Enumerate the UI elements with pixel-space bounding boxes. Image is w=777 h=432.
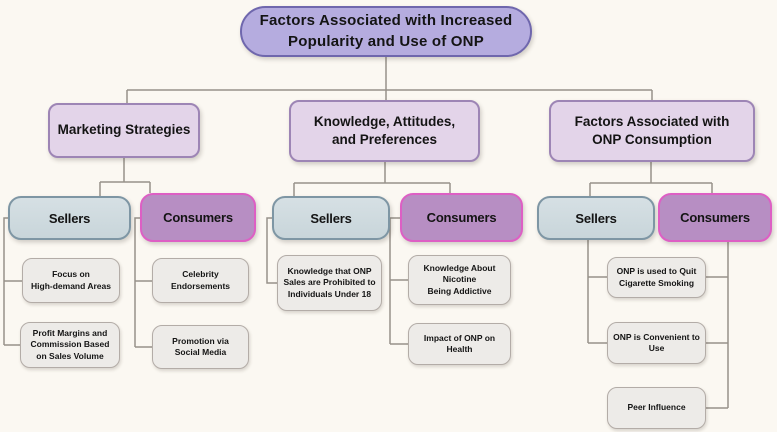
- leaf-sales-prohibited-under-18: Knowledge that ONP Sales are Prohibited …: [277, 255, 382, 311]
- consumption-sellers-node: Sellers: [537, 196, 655, 240]
- connector-root-to-branches: [126, 57, 653, 103]
- leaf-impact-onp-health: Impact of ONP on Health: [408, 323, 511, 365]
- connector-marketing-split: [99, 158, 151, 196]
- leaf-peer-influence: Peer Influence: [607, 387, 706, 429]
- knowledge-consumers-node: Consumers: [400, 193, 523, 242]
- marketing-sellers-node: Sellers: [8, 196, 131, 240]
- connector-knowledge-sellers-spine: [266, 217, 277, 284]
- connector-consumption-sellers-spine: [587, 240, 607, 344]
- marketing-consumers-node: Consumers: [140, 193, 256, 242]
- connector-consumption-split: [589, 162, 713, 196]
- connector-knowledge-split: [293, 162, 451, 196]
- leaf-celebrity-endorsements: Celebrity Endorsements: [152, 258, 249, 303]
- leaf-nicotine-addictive: Knowledge About Nicotine Being Addictive: [408, 255, 511, 305]
- connector-marketing-consumers-spine: [134, 217, 152, 348]
- connector-knowledge-consumers-spine: [389, 217, 408, 345]
- branch-factors-onp-consumption: Factors Associated with ONP Consumption: [549, 100, 755, 162]
- leaf-promotion-social-media: Promotion via Social Media: [152, 325, 249, 369]
- consumption-consumers-node: Consumers: [658, 193, 772, 242]
- leaf-profit-margins-commission: Profit Margins and Commission Based on S…: [20, 322, 120, 368]
- root-node: Factors Associated with Increased Popula…: [240, 6, 532, 57]
- leaf-quit-cigarette-smoking: ONP is used to Quit Cigarette Smoking: [607, 257, 706, 298]
- leaf-focus-high-demand-areas: Focus on High-demand Areas: [22, 258, 120, 303]
- connector-consumption-consumers-spine: [706, 242, 729, 409]
- leaf-onp-convenient: ONP is Convenient to Use: [607, 322, 706, 364]
- branch-marketing-strategies: Marketing Strategies: [48, 103, 200, 158]
- connector-marketing-sellers-spine: [3, 217, 22, 346]
- knowledge-sellers-node: Sellers: [272, 196, 390, 240]
- branch-knowledge-attitudes-preferences: Knowledge, Attitudes, and Preferences: [289, 100, 480, 162]
